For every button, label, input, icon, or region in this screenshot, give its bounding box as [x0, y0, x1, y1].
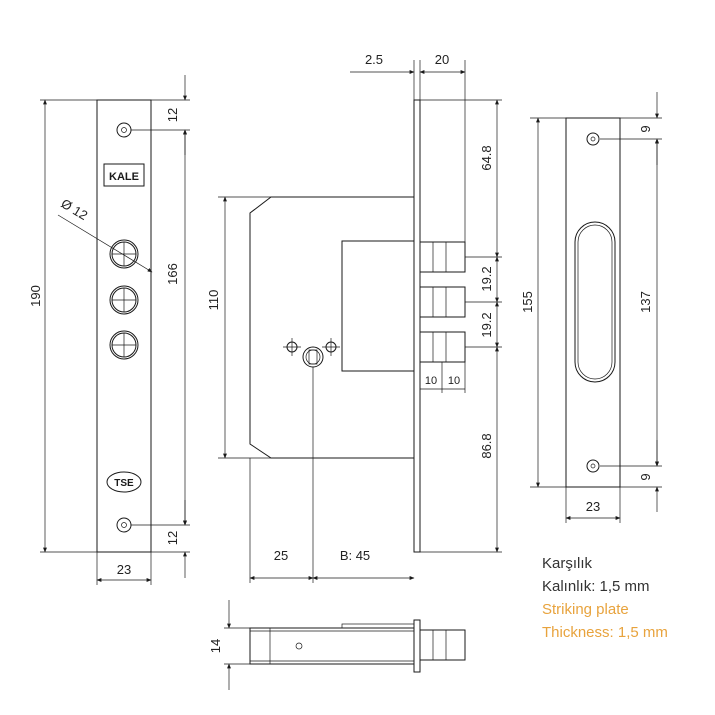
screw-hole-bottom: [116, 517, 132, 533]
bottom-view: 14: [208, 600, 466, 690]
bottom-screw: [295, 642, 303, 650]
dim-cylinder-hole-diameter: Ø 12: [58, 196, 90, 223]
note-en-title: Striking plate: [542, 601, 629, 618]
bottom-bolt: [419, 629, 466, 661]
dim-bottom-thickness: 14: [208, 639, 223, 653]
dim-bolt-width-a: 10: [425, 375, 437, 387]
dim-faceplate-hole-span: 166: [165, 263, 180, 285]
kale-logo: KALE: [103, 163, 145, 187]
dim-bolt-pitch-2: 19.2: [479, 312, 494, 337]
latch-slot: [574, 221, 616, 383]
dim-faceplate-bottom-hole: 12: [165, 531, 180, 545]
strike-screw-bottom: [586, 459, 600, 473]
cylinder-screw-right: [322, 338, 340, 356]
tse-mark-text: TSE: [114, 478, 134, 489]
dim-strike-top-hole: 9: [638, 125, 653, 132]
dim-bolt-width-b: 10: [448, 375, 460, 387]
dim-plate-gap: 2.5: [365, 52, 383, 67]
kale-logo-text: KALE: [109, 171, 139, 183]
dim-faceplate-top-hole: 12: [165, 108, 180, 122]
dim-strike-bottom-hole: 9: [638, 473, 653, 480]
spindle-hub: [302, 346, 324, 368]
cylinder-hole-2: [109, 285, 139, 315]
note-tr-title: Karşılık: [542, 555, 593, 572]
dim-body-height: 110: [206, 290, 221, 311]
lock-case-outline: [249, 196, 415, 459]
dim-strike-width: 23: [586, 499, 600, 514]
forend-plate: [413, 99, 421, 553]
dim-faceplate-width: 23: [117, 562, 131, 577]
bottom-forend: [413, 619, 421, 673]
bolt-3: [419, 331, 466, 363]
cylinder-hole-3: [109, 330, 139, 360]
bolt-1: [419, 241, 466, 273]
bolt-housing: [341, 240, 415, 372]
lock-body-view: 2.5 20 64.8 19.2 19.2 86.8 110 10 10 25: [206, 52, 502, 583]
bolt-2: [419, 286, 466, 318]
screw-hole-top: [116, 122, 132, 138]
strike-screw-top: [586, 132, 600, 146]
dim-bolt-throw: 20: [435, 52, 449, 67]
note-tr-thickness: Kalınlık: 1,5 mm: [542, 578, 650, 595]
tse-mark: TSE: [106, 471, 142, 493]
faceplate-outline: [96, 99, 152, 553]
cylinder-screw-left: [283, 338, 301, 356]
striking-plate-view: 155 23 9 137 9: [520, 92, 662, 523]
note-en-thickness: Thickness: 1,5 mm: [542, 624, 668, 641]
striking-plate-outline: [565, 117, 621, 488]
dim-bolt-to-bottom: 86.8: [479, 433, 494, 458]
dim-faceplate-height: 190: [28, 285, 43, 307]
bottom-case-outline: [249, 627, 415, 665]
dim-bolt-pitch-1: 19.2: [479, 266, 494, 291]
dim-spindle-offset: 25: [274, 548, 288, 563]
dim-strike-hole-span: 137: [638, 291, 653, 313]
dim-top-to-bolt: 64.8: [479, 145, 494, 170]
faceplate-view: KALE TSE 190 23: [28, 75, 190, 585]
dim-strike-height: 155: [520, 291, 535, 313]
dim-backset: B: 45: [340, 548, 370, 563]
cylinder-hole-1: [109, 239, 139, 269]
